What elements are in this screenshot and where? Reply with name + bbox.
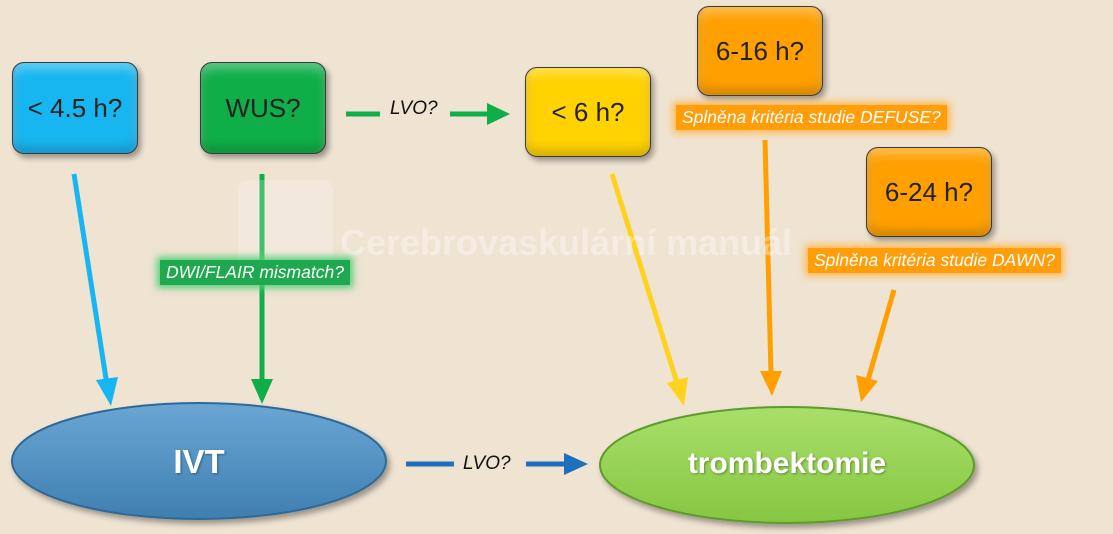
ivt-oval bbox=[11, 402, 387, 520]
label-dawn-criteria: Splněna kritéria studie DAWN? bbox=[808, 248, 1061, 273]
label-defuse-criteria: Splněna kritéria studie DEFUSE? bbox=[676, 105, 947, 130]
ivt-label: IVT bbox=[173, 443, 225, 480]
arrow-blue-to-ivt bbox=[71, 173, 110, 386]
arrow-orange24-to-tromb bbox=[865, 289, 897, 381]
box-wus: WUS? bbox=[200, 62, 326, 154]
watermark-logo bbox=[238, 180, 333, 270]
arrow-orange16-head bbox=[760, 371, 782, 396]
arrow-yellow-to-tromb bbox=[609, 173, 681, 387]
trombektomie-oval bbox=[599, 406, 975, 524]
box-6-16h: 6-16 h? bbox=[697, 6, 823, 96]
arrow-ivt-lvo-head bbox=[564, 453, 588, 475]
arrow-blue-head bbox=[96, 377, 118, 406]
arrow-green-head bbox=[251, 379, 273, 404]
arrow-orange24-head bbox=[856, 375, 878, 402]
box-6-24h: 6-24 h? bbox=[866, 147, 992, 237]
arrow-green-lvo-head bbox=[487, 103, 510, 125]
box-under-6h: < 6 h? bbox=[525, 67, 651, 157]
trombektomie-label: trombektomie bbox=[687, 447, 887, 480]
watermark-text: Cerebrovaskulární manuál bbox=[340, 222, 793, 263]
label-lvo-top: LVO? bbox=[390, 98, 438, 119]
arrow-yellow-head bbox=[667, 377, 688, 406]
label-lvo-bottom: LVO? bbox=[463, 453, 511, 474]
arrow-orange16-to-tromb bbox=[762, 139, 774, 375]
label-dwi-flair-mismatch: DWI/FLAIR mismatch? bbox=[160, 260, 350, 285]
box-under-4-5h: < 4.5 h? bbox=[12, 62, 138, 154]
